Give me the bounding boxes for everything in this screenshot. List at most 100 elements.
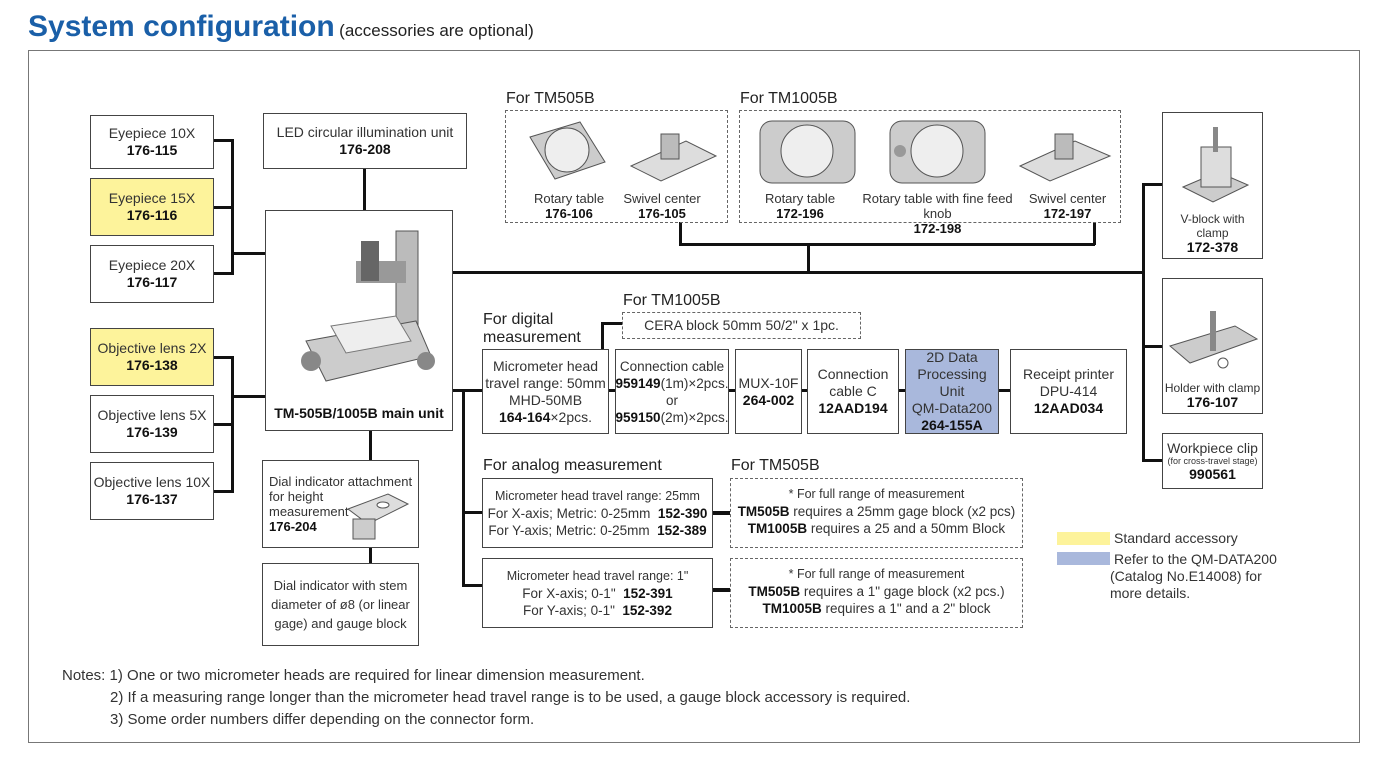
code: 172-197 bbox=[1043, 206, 1092, 221]
label: Rotary table with fine feed knob bbox=[862, 191, 1013, 221]
label: Swivel center bbox=[1028, 191, 1107, 206]
code: 264-155A bbox=[921, 417, 983, 433]
connector bbox=[213, 206, 234, 209]
label: measurement bbox=[269, 504, 349, 519]
model: TM1005B bbox=[747, 521, 808, 536]
title-text: System configuration bbox=[28, 10, 335, 43]
model: TM505B bbox=[737, 504, 790, 519]
label: (Catalog No.E14008) for bbox=[1110, 568, 1262, 584]
connector bbox=[363, 168, 366, 212]
code: 176-116 bbox=[126, 207, 178, 223]
connector bbox=[601, 322, 622, 325]
code: 959149 bbox=[615, 375, 661, 391]
label: requires a 25 and a 50mm Block bbox=[807, 521, 1006, 536]
model: TM1005B bbox=[762, 601, 822, 616]
connector bbox=[369, 547, 372, 563]
rotary-table-image bbox=[529, 121, 606, 180]
code: 164-164 bbox=[498, 408, 551, 425]
label: Dial indicator with stem bbox=[273, 578, 408, 593]
v-block-image bbox=[1181, 127, 1249, 203]
label: For Y-axis; 0-1" bbox=[523, 602, 615, 618]
rotary-table-image bbox=[759, 120, 856, 184]
connector bbox=[231, 139, 234, 275]
code: 172-198 bbox=[913, 221, 962, 236]
subtitle-text: (accessories are optional) bbox=[339, 21, 534, 40]
code: 176-139 bbox=[126, 424, 178, 440]
label: Connection bbox=[817, 366, 889, 382]
connector bbox=[231, 356, 234, 493]
label: travel range: 50mm bbox=[485, 374, 606, 391]
code: 152-390 bbox=[657, 505, 708, 521]
code: 152-392 bbox=[622, 602, 672, 618]
connector bbox=[1142, 183, 1162, 186]
connector bbox=[807, 243, 810, 273]
legend-yellow-swatch bbox=[1057, 532, 1110, 545]
label: requires a 1" and a 2" block bbox=[821, 601, 991, 616]
connector bbox=[369, 430, 372, 460]
code: 12AAD034 bbox=[1033, 400, 1104, 416]
code: 152-389 bbox=[657, 522, 707, 538]
main-unit-box: TM-505B/1005B main unit bbox=[265, 210, 453, 431]
code: 176-105 bbox=[638, 206, 686, 221]
sublabel: (for cross-travel stage) bbox=[1167, 455, 1258, 466]
label: Dial indicator attachment bbox=[269, 474, 413, 489]
label: * For full range of measurement bbox=[788, 567, 965, 581]
label: (1m)×2pcs. bbox=[660, 375, 729, 391]
workpiece-clip-box: Workpiece clip(for cross-travel stage)99… bbox=[1162, 433, 1263, 489]
connector bbox=[213, 139, 234, 142]
model: TM505B bbox=[748, 584, 801, 599]
microscope-image bbox=[301, 230, 435, 382]
label: Eyepiece 10X bbox=[108, 125, 196, 141]
code: 176-107 bbox=[1186, 394, 1239, 410]
connector bbox=[452, 271, 1144, 274]
analog-label: For analog measurement bbox=[483, 457, 662, 474]
label: Objective lens 5X bbox=[97, 407, 207, 423]
cera-for-label: For TM1005B bbox=[623, 292, 721, 309]
label: Connection cable bbox=[619, 358, 725, 374]
code: 176-208 bbox=[339, 141, 391, 157]
label: Refer to the QM-DATA200 bbox=[1114, 551, 1277, 567]
connector bbox=[231, 395, 267, 398]
label: Rotary table bbox=[533, 191, 605, 206]
label: Objective lens 2X bbox=[97, 340, 207, 356]
code: 176-106 bbox=[545, 206, 593, 221]
label: 2D Data bbox=[926, 349, 978, 365]
connector bbox=[462, 511, 482, 514]
connector bbox=[231, 252, 267, 255]
code: 264-002 bbox=[742, 391, 795, 408]
label: requires a 1" gage block (x2 pcs.) bbox=[800, 584, 1005, 599]
label: DPU-414 bbox=[1039, 383, 1098, 399]
label: or bbox=[665, 392, 678, 408]
label: Eyepiece 20X bbox=[108, 257, 196, 273]
label: Objective lens 10X bbox=[93, 474, 211, 490]
analog-micrometer-1in-box: Micrometer head travel range: 1"For X-ax… bbox=[482, 558, 713, 628]
connector bbox=[801, 389, 807, 392]
label: diameter of ø8 (or linear bbox=[271, 597, 410, 612]
code: 176-117 bbox=[126, 274, 178, 290]
connector bbox=[1142, 459, 1162, 462]
label: Micrometer head travel range: 25mm bbox=[495, 488, 700, 503]
label: Receipt printer bbox=[1022, 366, 1115, 382]
label: LED circular illumination unit bbox=[276, 124, 454, 140]
legend-refer: Refer to the QM-DATA200(Catalog No.E1400… bbox=[1110, 551, 1277, 602]
dial-indicator-box: Dial indicator with stem diameter of ø8 (… bbox=[262, 563, 419, 646]
holder-image bbox=[1168, 311, 1259, 369]
label: cable C bbox=[829, 383, 877, 399]
connector bbox=[462, 584, 482, 587]
label: Micrometer head travel range: 1" bbox=[506, 568, 689, 583]
label: Micrometer head bbox=[492, 357, 599, 374]
code: 176-137 bbox=[126, 491, 178, 507]
